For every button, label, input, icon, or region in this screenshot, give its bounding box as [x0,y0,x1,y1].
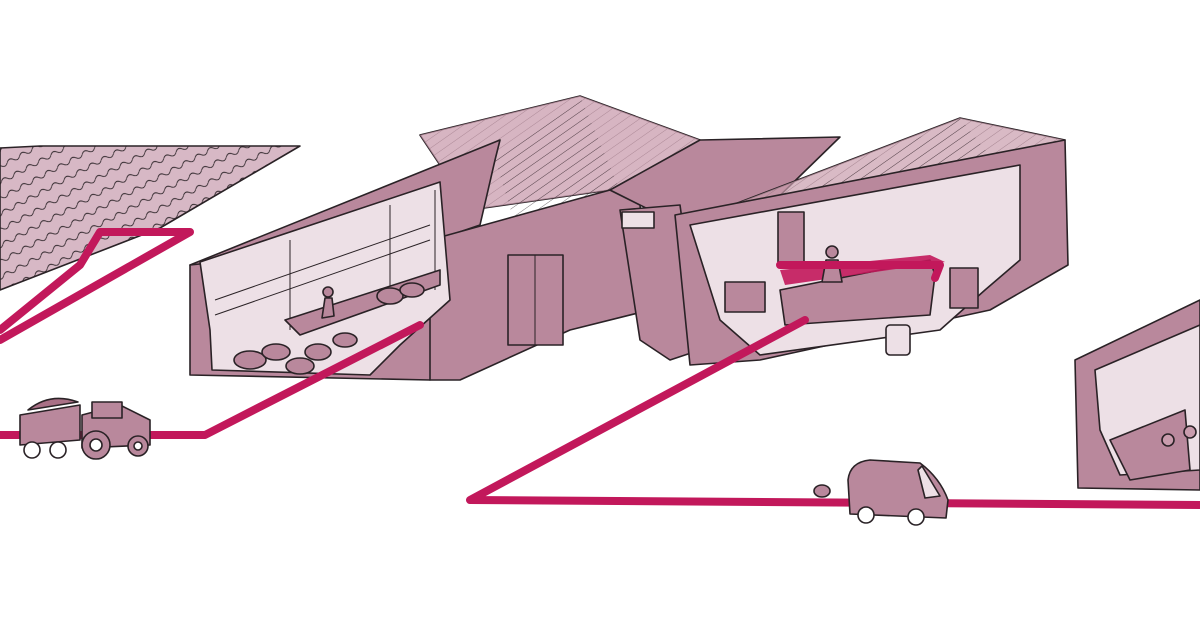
processing-room-icon [609,117,1069,366]
delivery-van-icon [813,459,949,526]
crop-field-icon [0,145,301,291]
tractor-with-trailer-icon [19,397,151,460]
pigs-icon [233,282,425,375]
pig-barn-icon [189,95,701,381]
farmer-icon [321,286,335,319]
shop-counter-icon [1074,299,1200,491]
